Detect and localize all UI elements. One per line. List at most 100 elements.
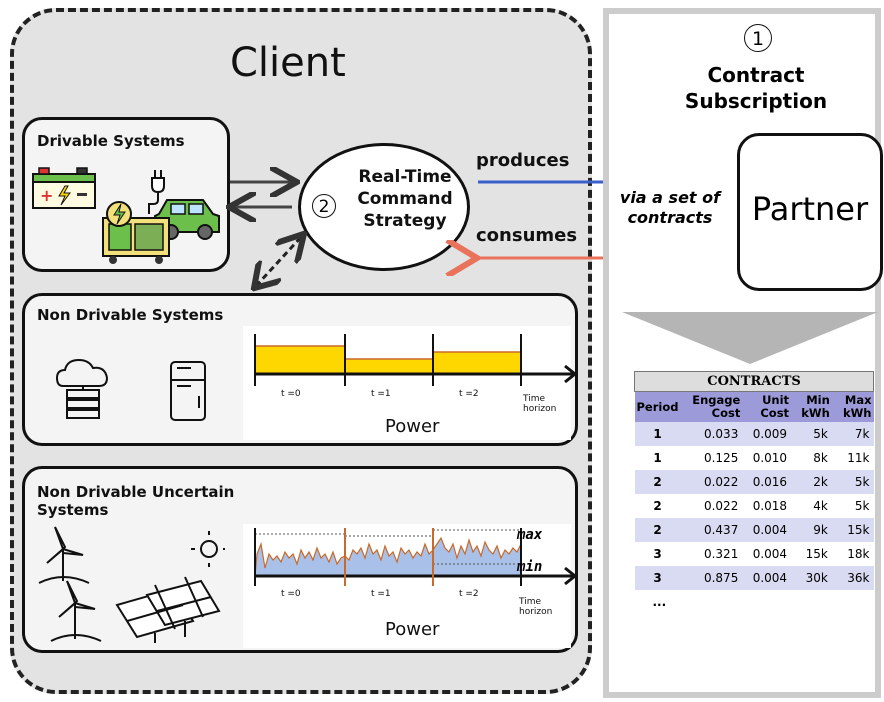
subscription-number: 1 <box>744 24 772 52</box>
cell: 30k <box>791 566 832 590</box>
cell: 18k <box>831 542 874 566</box>
header-engage-cost: Engage Cost <box>680 391 743 422</box>
cell: 8k <box>791 446 832 470</box>
via-contracts-label: via a set of contracts <box>619 188 721 227</box>
contracts-table: CONTRACTS Period Engage Cost Unit Cost M… <box>634 371 874 614</box>
cell: 4k <box>791 494 832 518</box>
uncertain-chart-panel <box>243 524 571 648</box>
cell: 0.009 <box>742 422 792 446</box>
uncertain-time-label-t1: t =1 <box>371 589 391 599</box>
cell: 0.010 <box>742 446 792 470</box>
non-drivable-systems-box: Non Drivable Systems t =0 t =1 t =2 Time… <box>22 293 578 446</box>
wind-turbine-icon <box>38 526 90 584</box>
sun-icon <box>191 531 225 567</box>
uncertain-time-label-t2: t =2 <box>459 589 479 599</box>
non-drivable-icons <box>55 358 206 421</box>
cell: 0.437 <box>680 518 743 542</box>
cloud-server-icon <box>55 358 109 419</box>
cell: 36k <box>831 566 874 590</box>
partner-label: Partner <box>751 190 869 228</box>
cell: 0.016 <box>742 470 792 494</box>
strategy-number: 2 <box>312 194 336 218</box>
drivable-systems-box: Drivable Systems + <box>22 117 230 272</box>
cell: 2 <box>634 494 681 518</box>
cell: 0.004 <box>742 542 792 566</box>
wind-turbine-icon-2 <box>50 580 102 642</box>
header-max-kwh: Max kWh <box>831 391 874 422</box>
cell: 0.022 <box>680 494 743 518</box>
cell: 0.004 <box>742 518 792 542</box>
uncertain-area <box>254 536 522 577</box>
client-title: Client <box>230 40 346 86</box>
battery-icon: + <box>32 167 96 209</box>
cell: 0.125 <box>680 446 743 470</box>
cell: 0.875 <box>680 566 743 590</box>
time-label-t1: t =1 <box>371 389 391 399</box>
max-label: max <box>517 527 543 543</box>
contracts-caption: CONTRACTS <box>634 371 874 392</box>
down-funnel-arrow <box>622 312 878 364</box>
drivable-systems-title: Drivable Systems <box>37 132 185 150</box>
power-block-t1 <box>344 358 434 375</box>
cell: 1 <box>634 422 681 446</box>
cell: 3 <box>634 542 681 566</box>
cell: 15k <box>791 542 832 566</box>
uncertain-systems-box: Non Drivable Uncertain Systems <box>22 466 578 653</box>
cell: 9k <box>791 518 832 542</box>
power-chart-panel <box>243 326 571 440</box>
cell: 11k <box>831 446 874 470</box>
cell: 5k <box>831 470 874 494</box>
cell: 1 <box>634 446 681 470</box>
cell: 15k <box>831 518 874 542</box>
fridge-icon <box>170 361 206 421</box>
cell: 0.004 <box>742 566 792 590</box>
uncertain-systems-title: Non Drivable Uncertain Systems <box>37 483 235 519</box>
strategy-number-badge: 2 <box>312 194 336 218</box>
table-row: ... <box>634 590 874 614</box>
cell: 5k <box>791 422 832 446</box>
non-drivable-systems-title: Non Drivable Systems <box>37 306 224 324</box>
uncertain-power-label: Power <box>385 619 440 640</box>
time-label-t2: t =2 <box>459 389 479 399</box>
header-unit-cost: Unit Cost <box>742 391 792 422</box>
cell: 0.033 <box>680 422 743 446</box>
power-chart <box>254 334 578 386</box>
cell: 3 <box>634 566 681 590</box>
time-horizon-label: Time horizon <box>523 394 557 414</box>
uncertain-power-chart <box>254 528 578 586</box>
uncertain-time-label-t0: t =0 <box>281 589 301 599</box>
cell: 0.321 <box>680 542 743 566</box>
consumes-label: consumes <box>476 225 578 246</box>
subscription-title: Contract Subscription <box>684 63 828 113</box>
time-label-t0: t =0 <box>281 389 301 399</box>
power-label: Power <box>385 416 440 437</box>
ellipsis-cell: ... <box>634 590 681 614</box>
produces-label: produces <box>476 150 570 171</box>
drivable-icons: + <box>32 167 220 264</box>
power-block-t0 <box>254 345 346 375</box>
cell: 2 <box>634 470 681 494</box>
uncertain-time-horizon-label: Time horizon <box>519 597 553 617</box>
renewable-icons <box>38 526 225 643</box>
cell: 5k <box>831 494 874 518</box>
partner-box <box>737 133 883 291</box>
cell: 2 <box>634 518 681 542</box>
header-period: Period <box>634 391 681 422</box>
generator-icon <box>102 201 170 264</box>
min-label: min <box>517 559 543 575</box>
solar-panel-icon <box>115 576 221 643</box>
cell: 0.018 <box>742 494 792 518</box>
power-block-t2 <box>432 351 522 375</box>
strategy-nondrivable-arrow <box>256 236 302 286</box>
cell: 0.022 <box>680 470 743 494</box>
cell: 2k <box>791 470 832 494</box>
svg-text:+: + <box>40 186 53 205</box>
subscription-number-badge: 1 <box>744 24 772 52</box>
